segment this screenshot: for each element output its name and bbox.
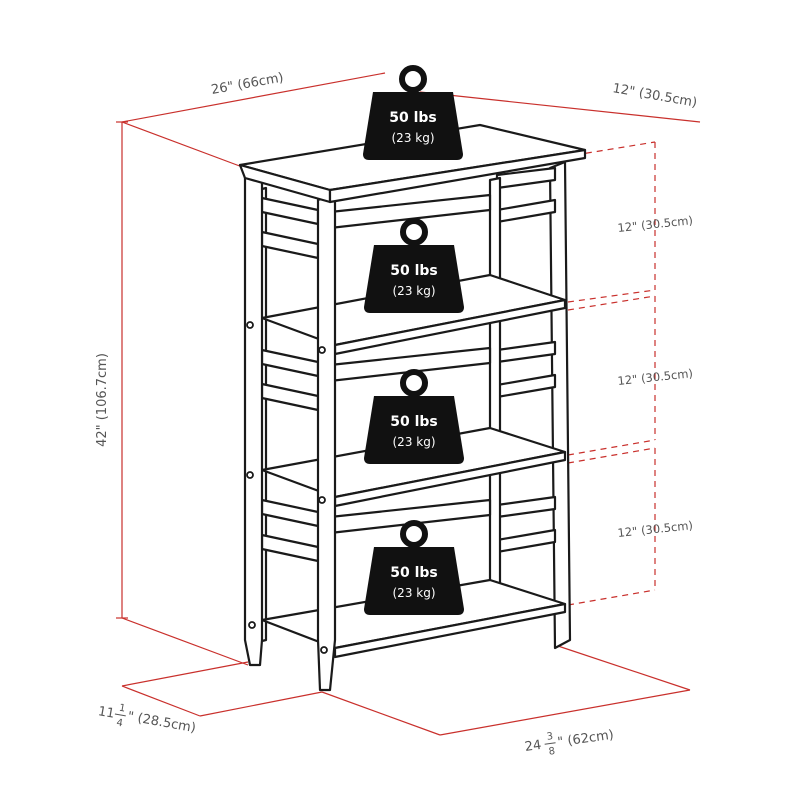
height-dimension-label: 42" (106.7cm) [95,353,110,447]
shelf-gap-guides [567,141,656,606]
inner-width-denominator: 8 [548,746,556,758]
inner-width-metric: " (62cm) [557,728,615,751]
inner-depth-dimension-label: 11 1 4 " (28.5cm) [97,703,197,736]
inner-width-whole: 24 [524,738,542,755]
weight-kg-label: (23 kg) [392,284,435,298]
depth-dimension-label: 12" (30.5cm) [611,81,698,111]
weight-lbs-label: 50 lbs [389,110,437,126]
weight-icon-top: 50 lbs (23 kg) [363,65,463,160]
weight-kg-label: (23 kg) [391,131,434,145]
weight-lbs-label: 50 lbs [390,263,438,279]
inner-depth-denominator: 4 [115,717,123,729]
inner-depth-numerator: 1 [118,703,126,715]
weight-icon-shelf-1: 50 lbs (23 kg) [364,218,464,313]
inner-depth-whole: 11 [97,704,116,722]
inner-depth-metric: " (28.5cm) [126,709,197,736]
dimension-lines [116,72,701,736]
inner-width-dimension-label: 24 3 8 " (62cm) [524,728,615,758]
weight-kg-label: (23 kg) [392,586,435,600]
weight-lbs-label: 50 lbs [390,565,438,581]
inner-width-numerator: 3 [546,731,554,743]
weight-icon-shelf-3: 50 lbs (23 kg) [364,520,464,615]
weight-lbs-label: 50 lbs [390,414,438,430]
weight-kg-label: (23 kg) [392,435,435,449]
weight-icon-shelf-2: 50 lbs (23 kg) [364,369,464,464]
